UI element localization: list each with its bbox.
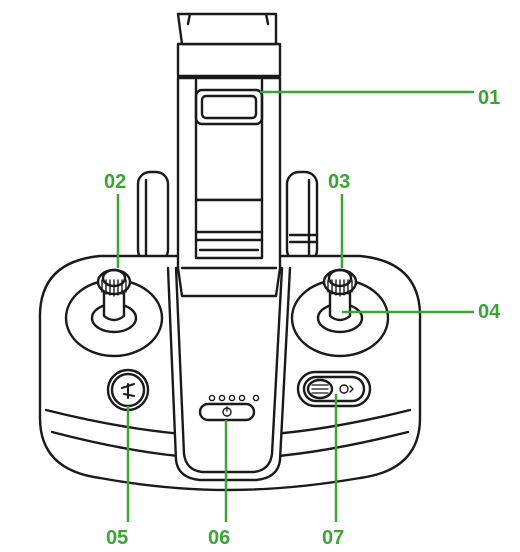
callout-label-06: 06: [208, 527, 231, 549]
callout-label-01: 01: [478, 87, 501, 109]
callout-label-04: 04: [478, 301, 501, 323]
right-control-stick: [322, 268, 358, 322]
callout-label-05: 05: [106, 527, 129, 549]
mode-switch: [296, 370, 372, 408]
callout-label-03: 03: [328, 171, 351, 193]
power-button: [198, 402, 256, 422]
callout-lines: [116, 90, 474, 522]
callout-label-07: 07: [322, 527, 345, 549]
center-panel: [166, 266, 292, 482]
left-control-stick: [96, 268, 132, 322]
takeoff-landing-button: [106, 368, 150, 412]
left-antenna: [136, 170, 170, 264]
callout-label-02: 02: [104, 171, 127, 193]
battery-leds: [208, 394, 260, 402]
phone-holder-clamp: [176, 12, 282, 298]
right-antenna: [285, 170, 319, 264]
